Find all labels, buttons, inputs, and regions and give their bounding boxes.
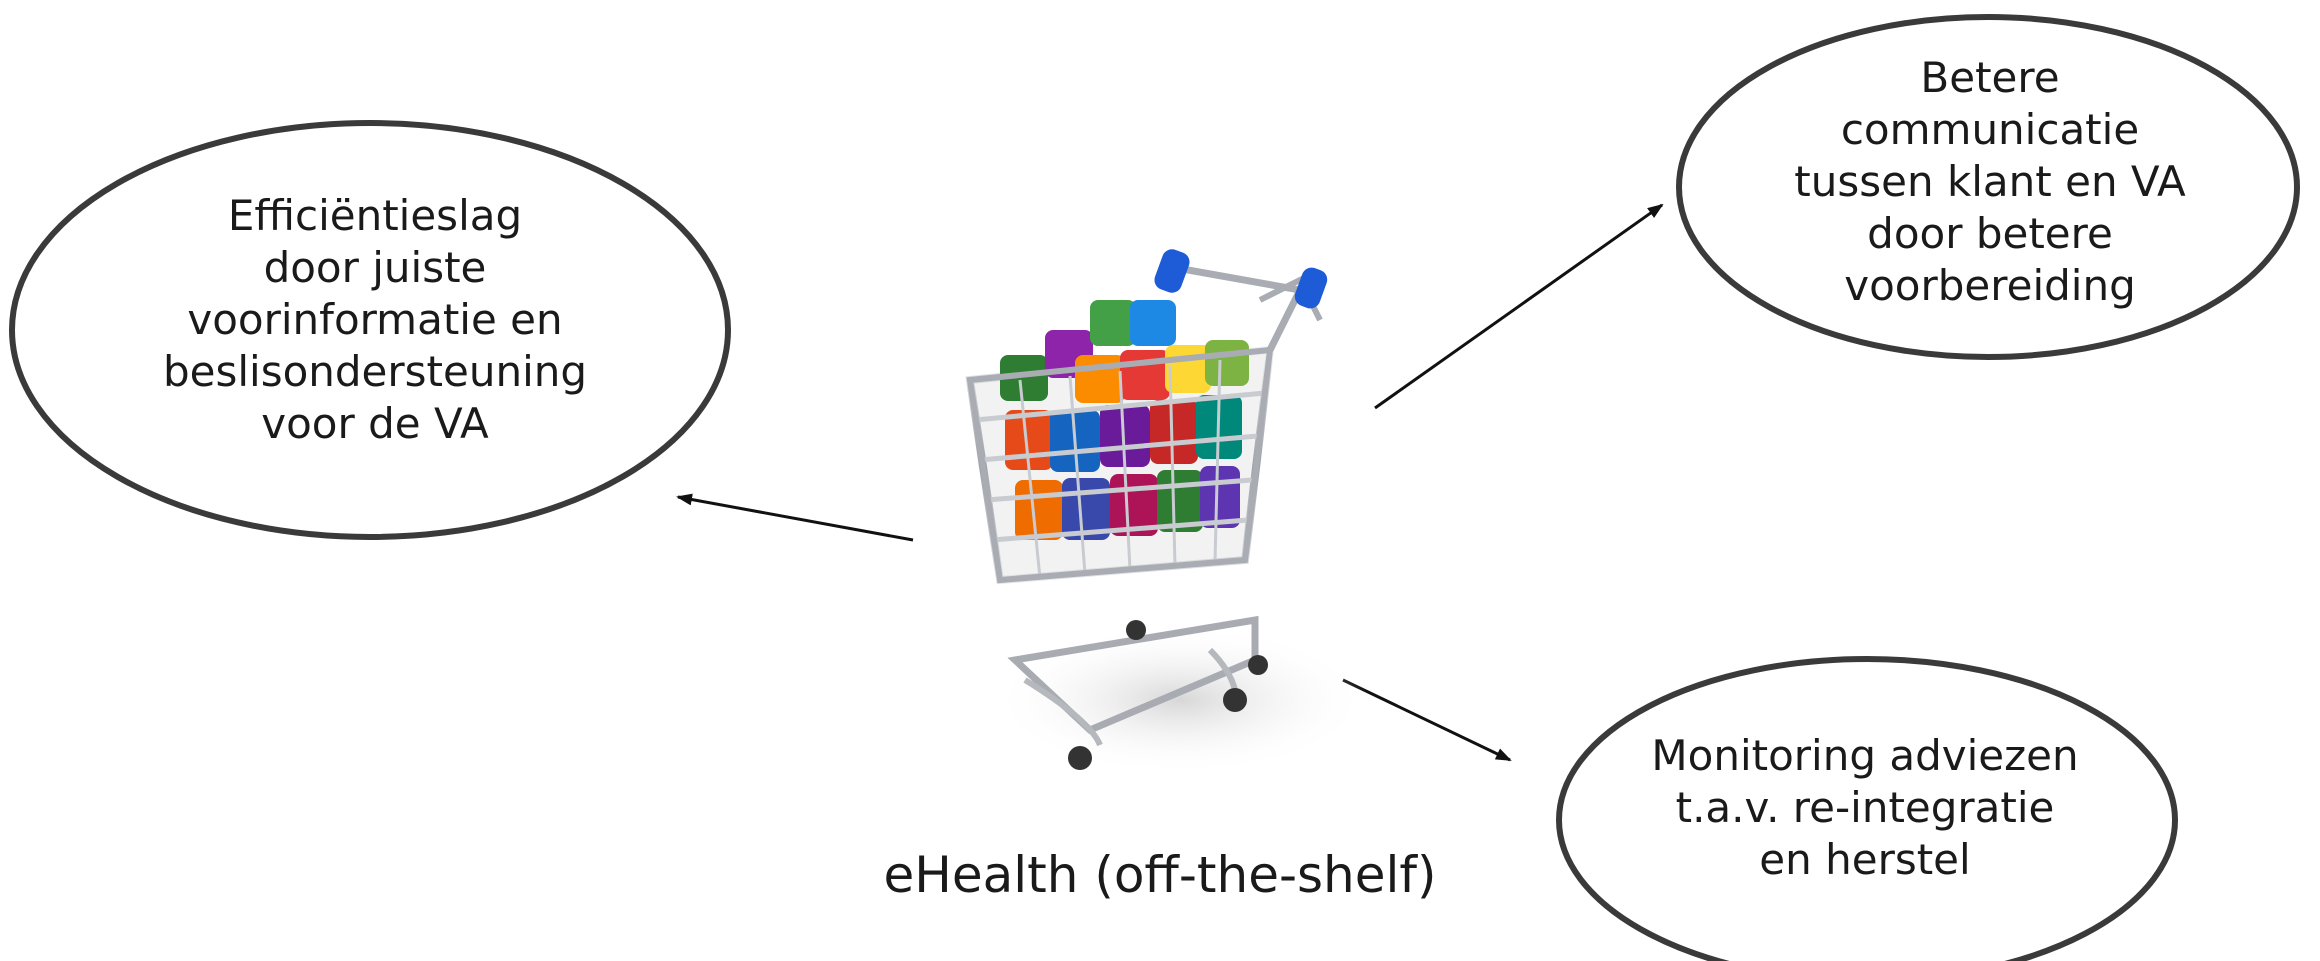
bubble-right-line: tussen klant en VA	[1794, 157, 2186, 206]
bubble-left-line: door juiste	[263, 243, 487, 292]
bubble-left-ellipse	[9, 120, 731, 540]
bubble-bottom-line: Monitoring adviezen	[1651, 731, 2079, 780]
bubble-left-line: Efficiëntieslag	[227, 191, 523, 240]
bubble-left-line: beslisondersteuning	[162, 347, 588, 396]
arrow-to-bottom	[1342, 678, 1512, 762]
arrow-to-left	[676, 493, 914, 542]
arrow-to-right	[1374, 203, 1664, 410]
bubble-left-line: voor de VA	[261, 399, 489, 448]
bubble-right-line: voorbereiding	[1844, 261, 2136, 310]
bubble-bottom-line: en herstel	[1759, 835, 1971, 884]
bubble-right-line: Betere	[1920, 53, 2060, 102]
bubble-left-text: Efficiëntieslag door juiste voorinformat…	[120, 190, 630, 450]
bubble-bottom-ellipse	[1556, 656, 2178, 961]
bubble-right-line: communicatie	[1840, 105, 2140, 154]
shopping-cart-icon	[965, 249, 1370, 775]
bubble-right-ellipse	[1676, 14, 2300, 360]
bubble-bottom-line: t.a.v. re-integratie	[1675, 783, 2055, 832]
bubble-left-line: voorinformatie en	[187, 295, 563, 344]
bubble-bottom-text: Monitoring adviezen t.a.v. re-integratie…	[1600, 730, 2130, 886]
bubble-right-text: Betere communicatie tussen klant en VA d…	[1760, 52, 2220, 312]
center-caption: eHealth (off-the-shelf)	[883, 846, 1437, 904]
bubble-right-line: door betere	[1867, 209, 2113, 258]
